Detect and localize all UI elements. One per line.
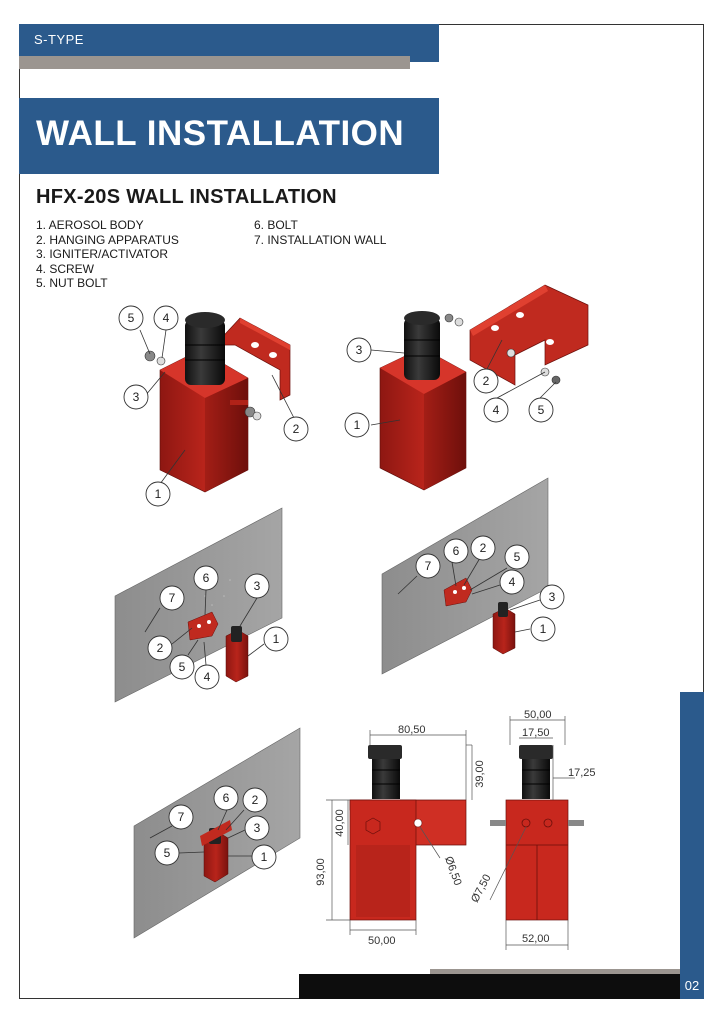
callouts-drawing-2: 3 1 2 4 5 [344,337,557,438]
callout-label: 3 [356,343,363,357]
header-tag: S-TYPE [34,32,84,47]
footer-gray-strip [430,969,680,977]
callout-label: 2 [480,541,487,555]
wall-install-step-2 [381,477,549,675]
dim-front-top-width: 50,00 [524,709,552,721]
callouts-drawing-3: 6 3 7 2 5 4 1 [144,565,289,690]
callout-label: 5 [514,550,521,564]
callout-label: 1 [155,487,162,501]
part-item: 3. IGNITER/ACTIVATOR [36,247,169,262]
callouts-drawing-1: 5 4 3 2 1 [118,305,309,507]
dim-side-bottom-width: 50,00 [368,935,396,947]
title-bar [19,98,439,174]
page-number: 02 [684,978,700,993]
header-tag-bar [19,24,439,62]
header-divider [19,56,410,69]
callout-label: 4 [204,670,211,684]
part-item: 5. NUT BOLT [36,276,108,291]
callout-label: 1 [261,850,268,864]
callout-label: 2 [483,374,490,388]
exploded-unit-drawing [379,284,589,491]
parts-list-col2: 6. BOLT 7. INSTALLATION WALL [254,218,386,247]
page-title: WALL INSTALLATION [36,114,405,153]
callout-label: 6 [203,571,210,585]
dim-side-top-width: 80,50 [398,724,426,736]
dim-side-top-height: 39,00 [474,760,486,788]
dim-front-offset: 17,25 [568,767,596,779]
callout-label: 7 [425,559,432,573]
callout-label: 4 [493,403,500,417]
dim-front-bottom-width: 52,00 [522,933,550,945]
callout-label: 1 [540,622,547,636]
callout-label: 4 [509,575,516,589]
callout-label: 3 [549,590,556,604]
callout-label: 7 [178,810,185,824]
dimension-side-view: 80,50 39,00 40,00 93,00 Ø6,50 50,00 [315,724,486,947]
callout-label: 4 [163,311,170,325]
callout-label: 5 [538,403,545,417]
callouts-drawing-4: 6 2 5 7 4 3 1 [397,535,565,642]
dim-front-inner-width: 17,50 [522,727,550,739]
callouts-drawing-5: 6 2 7 3 5 1 [149,785,277,870]
callout-label: 2 [157,641,164,655]
callout-label: 5 [164,846,171,860]
callout-label: 1 [354,418,361,432]
footer-side-bar [680,692,704,999]
callout-label: 2 [252,793,259,807]
callout-label: 3 [133,390,140,404]
callout-label: 7 [169,591,176,605]
callout-label: 3 [254,579,261,593]
parts-list-col1: 1. AEROSOL BODY 2. HANGING APPARATUS 3. … [36,218,179,291]
dim-side-total-height: 93,00 [315,858,327,886]
part-item: 1. AEROSOL BODY [36,218,144,232]
dim-side-bracket-height: 40,00 [334,809,346,837]
part-item: 7. INSTALLATION WALL [254,232,387,247]
callout-label: 5 [128,311,135,325]
footer-black-bar [299,974,680,999]
assembled-unit-drawing [144,312,291,493]
callout-label: 6 [453,544,460,558]
part-item: 6. BOLT [254,218,298,232]
dimension-front-view: 50,00 17,50 17,25 Ø7,50 52,00 [469,709,596,950]
callout-label: 2 [293,422,300,436]
wall-install-step-3 [133,727,301,939]
callout-label: 6 [223,791,230,805]
part-item: 2. HANGING APPARATUS [36,232,179,247]
part-item: 4. SCREW [36,261,95,276]
dim-side-hole: Ø6,50 [442,855,464,887]
callout-label: 3 [254,821,261,835]
callout-label: 1 [273,632,280,646]
callout-label: 5 [179,660,186,674]
section-title: HFX-20S WALL INSTALLATION [36,186,337,208]
